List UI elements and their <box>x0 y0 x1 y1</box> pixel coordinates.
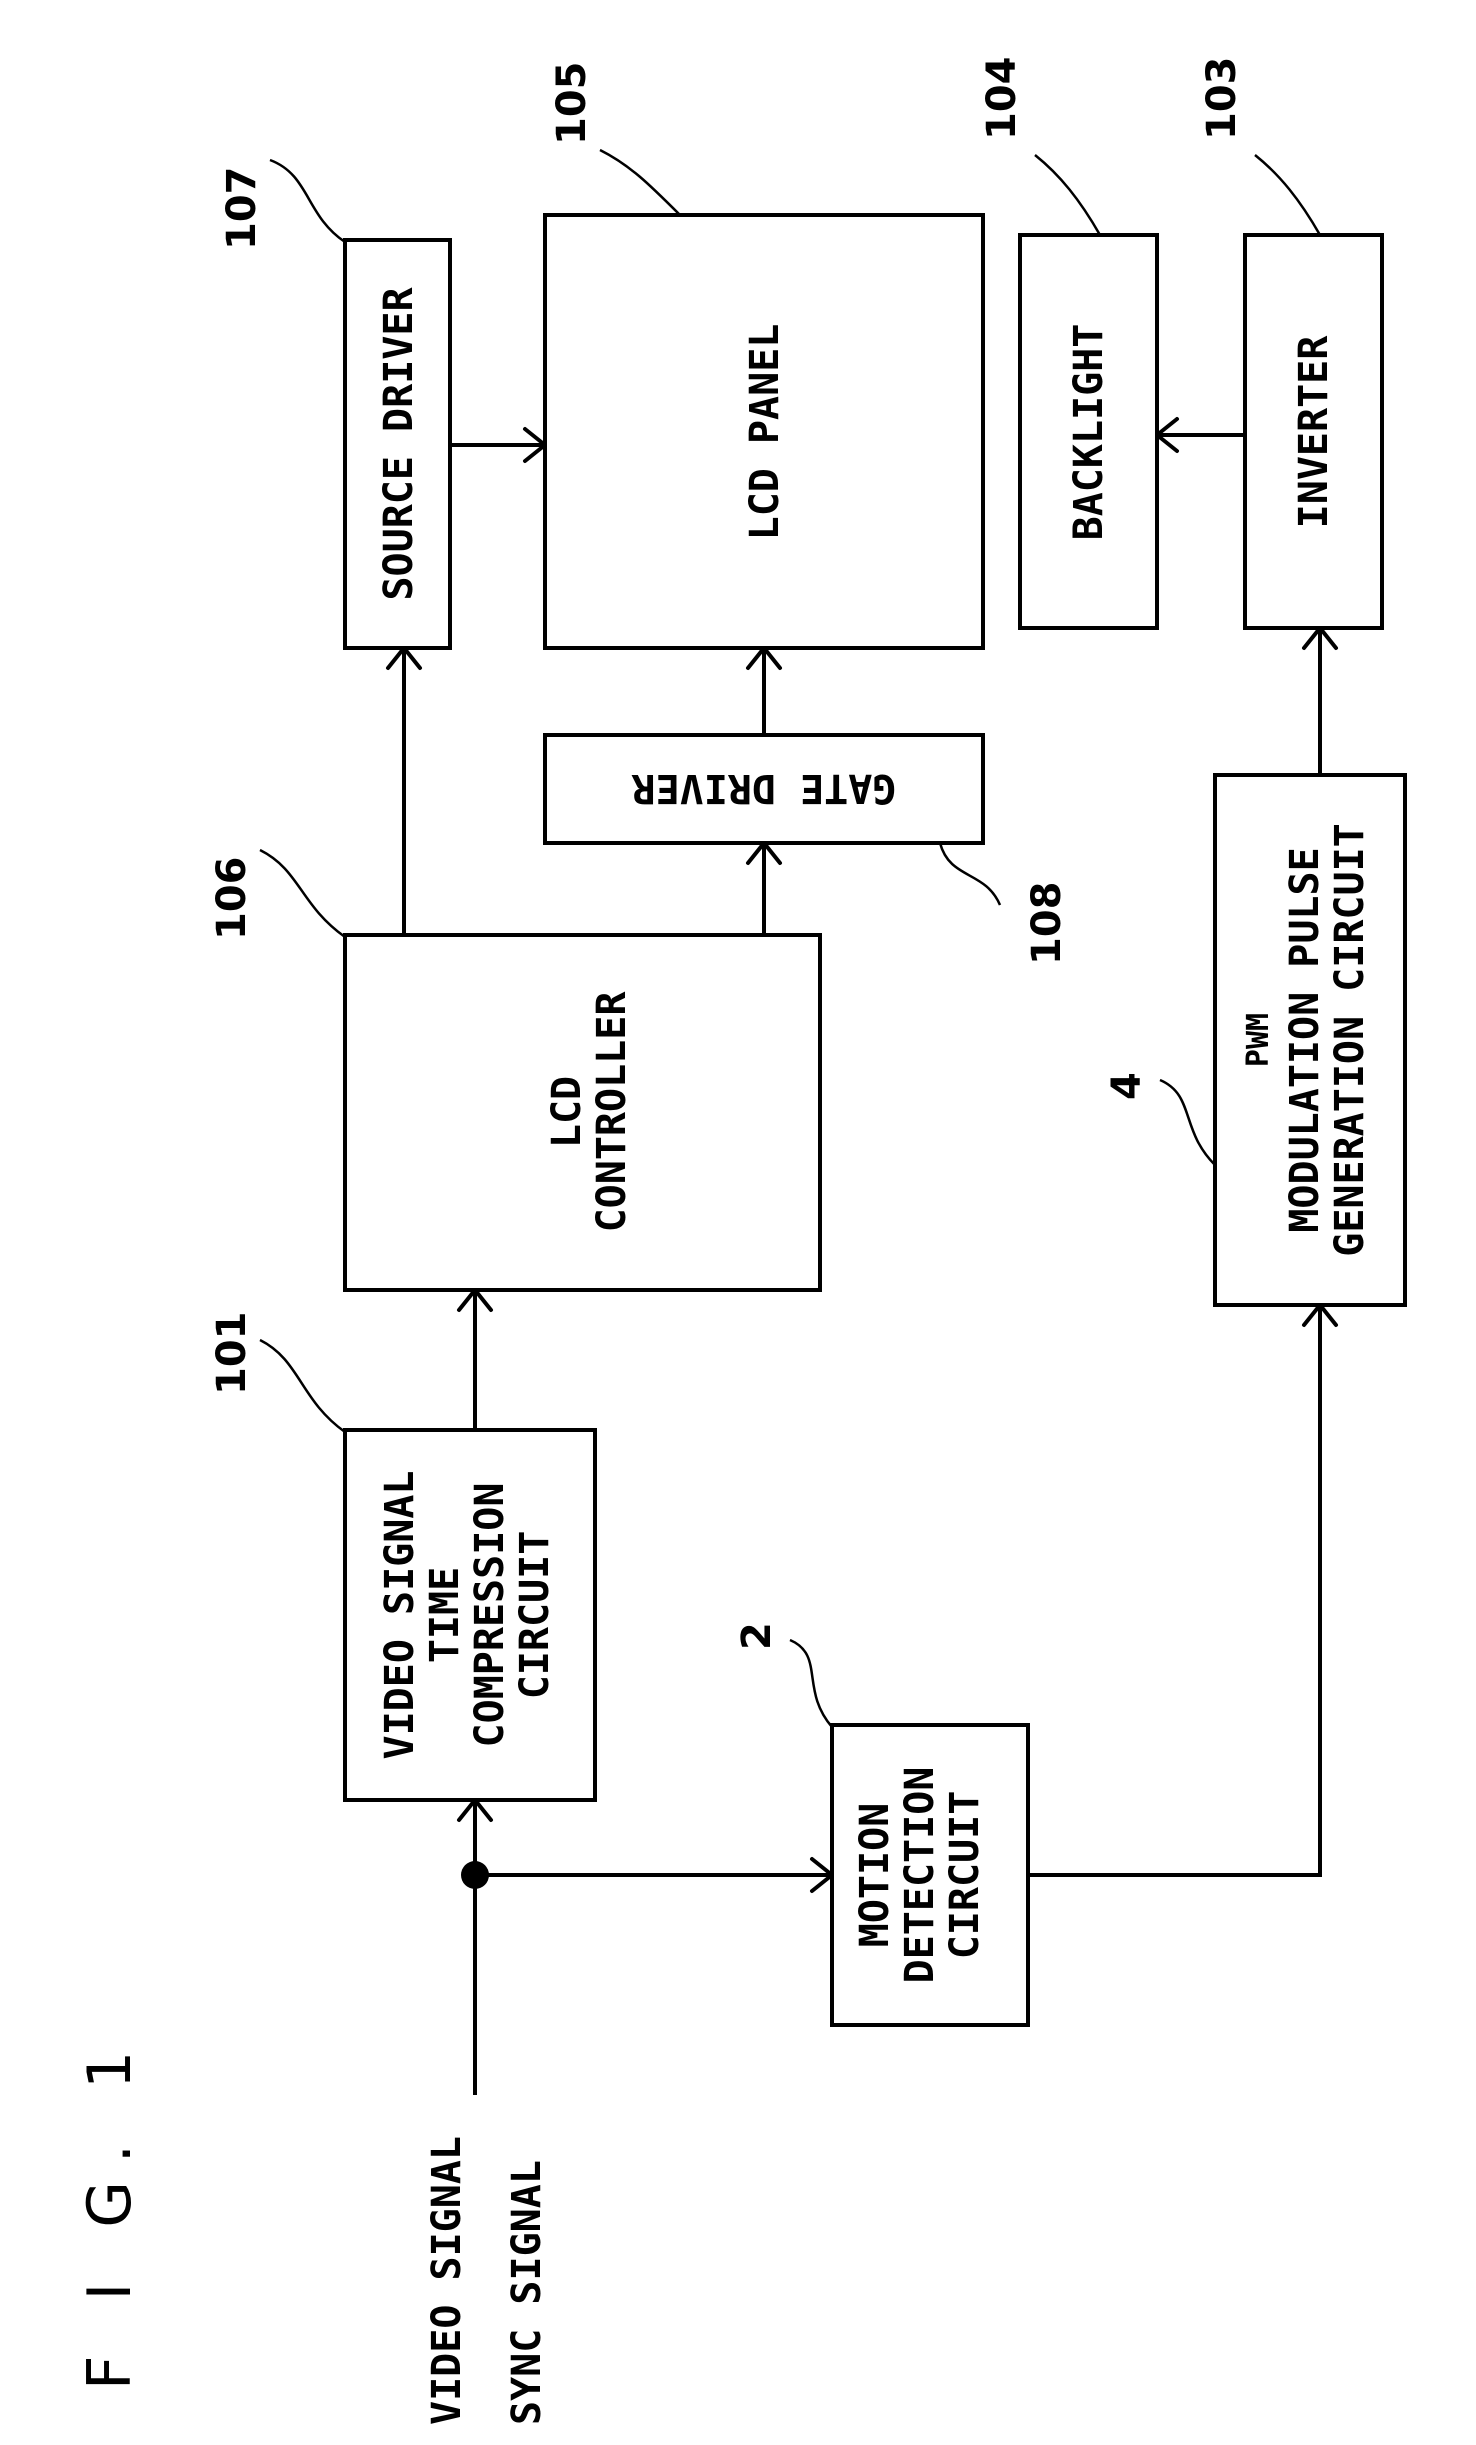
lcd-controller-line-1: LCD <box>544 1076 590 1148</box>
inverter-ref: 103 <box>1199 57 1245 141</box>
input-video-signal-label: VIDEO SIGNAL <box>424 2136 470 2425</box>
lcd-panel-block: LCD PANEL 105 <box>545 62 983 649</box>
backlight-label: BACKLIGHT <box>1066 324 1112 541</box>
lcd-controller-ref: 106 <box>209 857 255 941</box>
lcd-controller-block: LCD CONTROLLER 106 <box>209 850 820 1290</box>
video-compression-ref: 101 <box>209 1312 255 1396</box>
backlight-leader <box>1035 155 1100 235</box>
video-compression-leader <box>260 1340 345 1432</box>
source-driver-ref: 107 <box>219 167 265 251</box>
source-driver-leader <box>270 160 345 242</box>
pwm-generation-leader <box>1160 1080 1215 1165</box>
gate-driver-label: GATE DRIVER <box>631 765 897 811</box>
video-compression-line-4: CIRCUIT <box>512 1531 558 1700</box>
motion-detection-line-1: MOTION <box>852 1803 898 1948</box>
pwm-generation-circuit-block: PWM MODULATION PULSE GENERATION CIRCUIT … <box>1104 775 1405 1305</box>
lcd-panel-label: LCD PANEL <box>742 324 788 541</box>
pwm-generation-line-3: GENERATION CIRCUIT <box>1327 823 1373 1256</box>
gate-driver-block: GATE DRIVER 108 <box>545 735 1070 965</box>
pwm-generation-line-1: PWM <box>1241 1013 1276 1067</box>
inverter-leader <box>1255 155 1320 235</box>
wire-motion-detection-to-pwm <box>1028 1305 1320 1875</box>
gate-driver-ref: 108 <box>1024 882 1070 966</box>
input-signal-labels: VIDEO SIGNAL SYNC SIGNAL <box>424 2136 550 2425</box>
lcd-panel-ref: 105 <box>549 62 595 146</box>
inverter-block: INVERTER 103 <box>1199 57 1382 629</box>
video-compression-line-2: TIME <box>422 1567 468 1663</box>
video-compression-line-3: COMPRESSION <box>467 1483 513 1748</box>
input-sync-signal-label: SYNC SIGNAL <box>504 2160 550 2425</box>
video-compression-circuit-block: VIDEO SIGNAL TIME COMPRESSION CIRCUIT 10… <box>209 1312 595 1801</box>
motion-detection-line-3: CIRCUIT <box>942 1791 988 1960</box>
pwm-generation-ref: 4 <box>1104 1072 1150 1100</box>
source-driver-block: SOURCE DRIVER 107 <box>219 160 450 648</box>
lcd-panel-leader <box>600 150 680 215</box>
backlight-block: BACKLIGHT 104 <box>979 57 1157 629</box>
video-compression-line-1: VIDEO SIGNAL <box>377 1471 423 1760</box>
backlight-ref: 104 <box>979 57 1025 141</box>
lcd-controller-line-2: CONTROLLER <box>589 991 635 1233</box>
source-driver-label: SOURCE DRIVER <box>376 287 422 601</box>
gate-driver-leader <box>940 843 1000 905</box>
inverter-label: INVERTER <box>1291 335 1337 529</box>
pwm-generation-line-2: MODULATION PULSE <box>1282 847 1328 1232</box>
motion-detection-ref: 2 <box>734 1622 780 1650</box>
figure-label: F I G. 1 <box>75 2033 145 2390</box>
motion-detection-leader <box>790 1640 832 1727</box>
motion-detection-circuit-block: MOTION DETECTION CIRCUIT 2 <box>734 1622 1028 2025</box>
motion-detection-line-2: DETECTION <box>897 1767 943 1984</box>
lcd-controller-leader <box>260 850 345 937</box>
